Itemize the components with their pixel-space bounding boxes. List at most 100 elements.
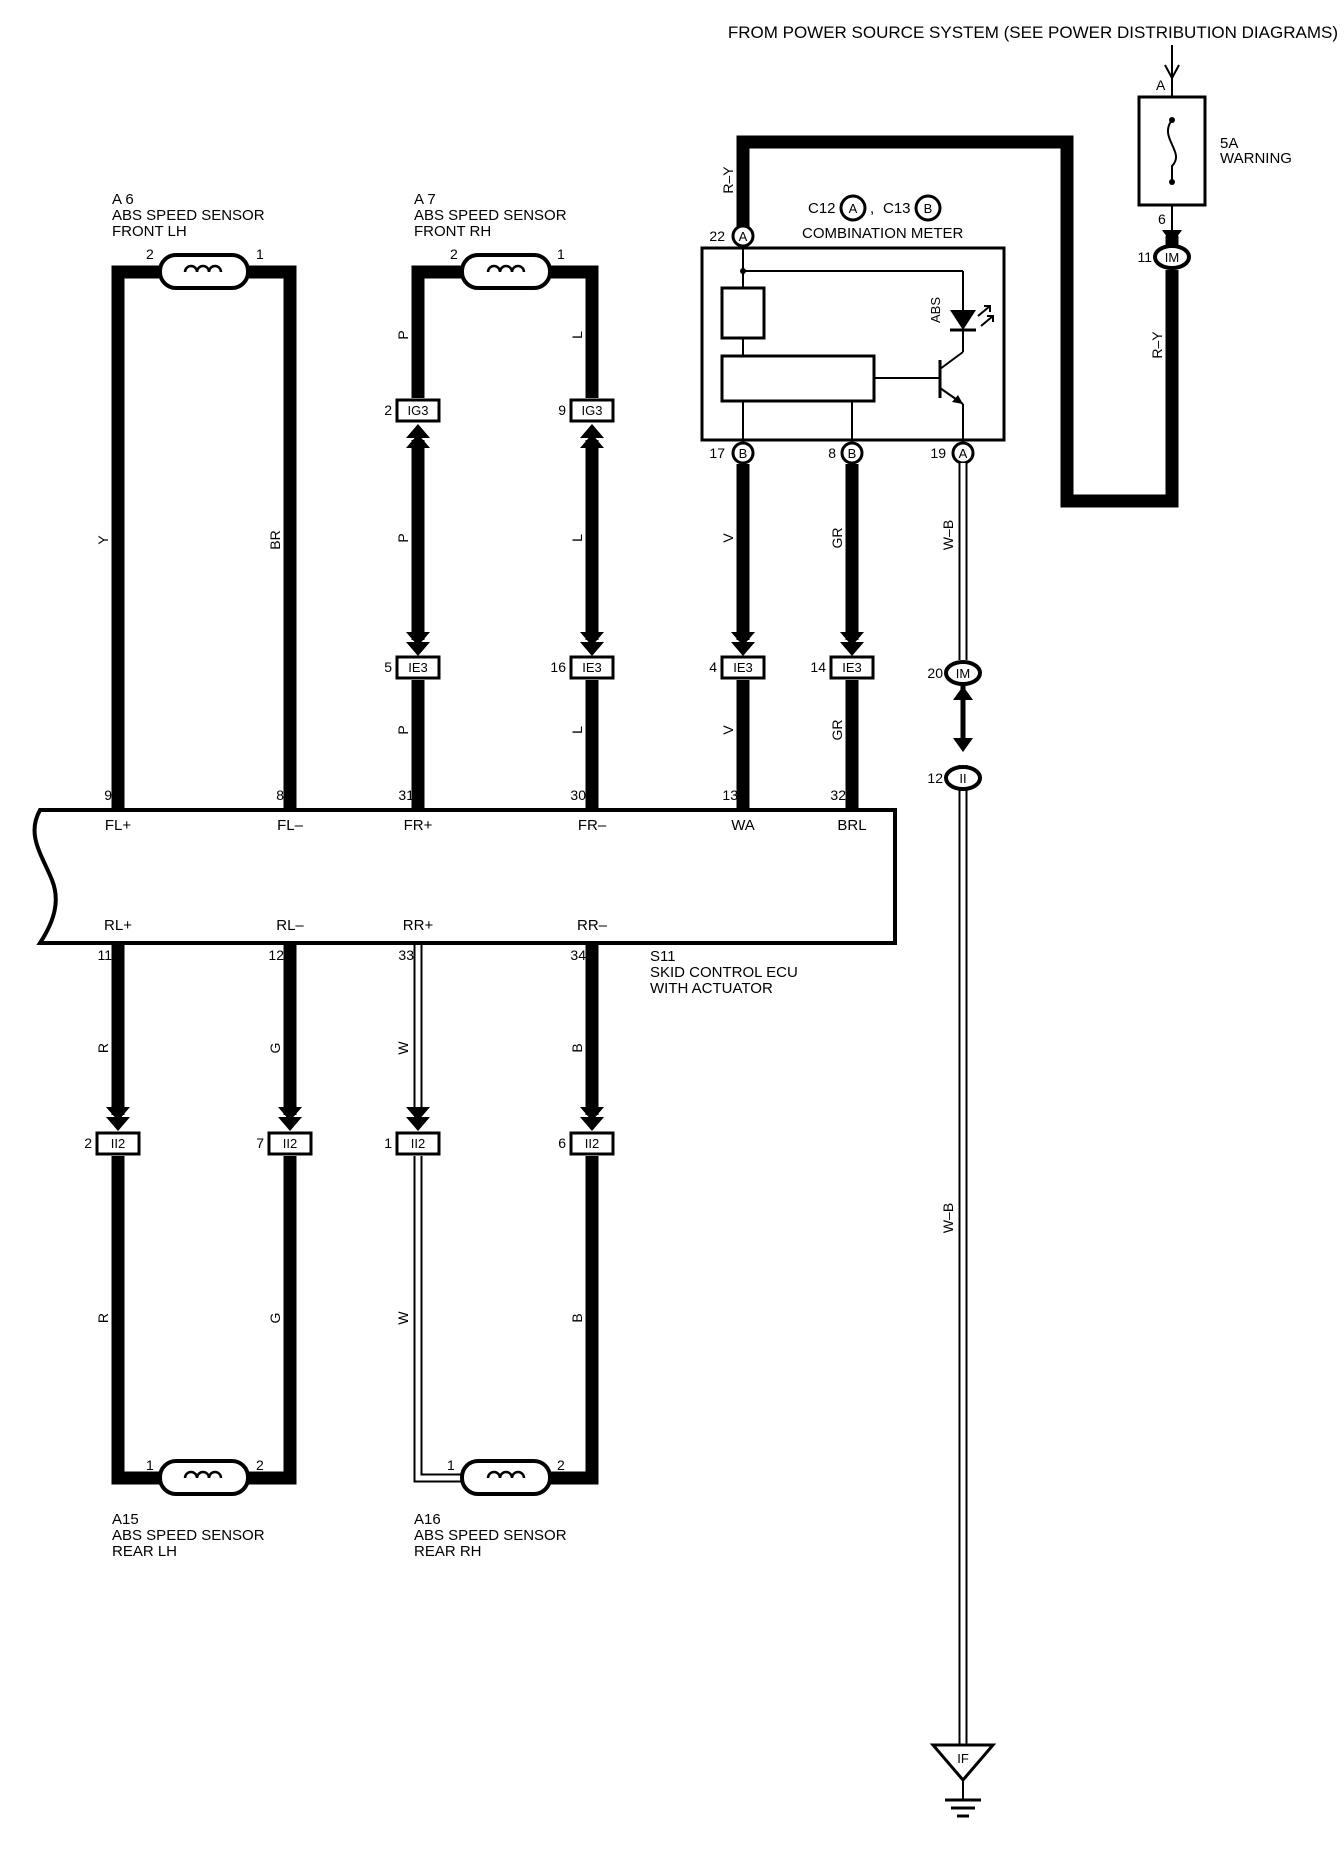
fuse-description: WARNING (1220, 150, 1292, 167)
svg-text:IG3: IG3 (582, 403, 603, 418)
sensor-coil-front-rh (460, 253, 552, 290)
svg-text:II: II (959, 771, 966, 786)
svg-text:2: 2 (256, 1457, 264, 1473)
wire-label-fr-minus-1: L (569, 331, 585, 339)
meter-pin-22: A 22 (709, 224, 755, 248)
ecu-terminal-rl-minus: RL– (276, 917, 304, 934)
ecu-terminal-fr-plus: FR+ (404, 817, 433, 834)
svg-text:A: A (959, 446, 968, 461)
svg-text:IE3: IE3 (733, 660, 753, 675)
meter-title: COMBINATION METER (802, 225, 964, 242)
svg-text:13: 13 (722, 787, 738, 803)
meter-pin-8: B 8 (828, 441, 864, 465)
ecu-terminal-fr-minus: FR– (578, 817, 607, 834)
connector-ii2-pin1: II2 1 (384, 1131, 441, 1156)
wire-label-fl-plus: Y (95, 535, 111, 545)
svg-text:9: 9 (104, 787, 112, 803)
svg-text:30: 30 (570, 787, 586, 803)
ecu-ref: S11 (650, 948, 676, 965)
svg-text:2: 2 (450, 246, 458, 262)
wire-label-wa-2: V (720, 725, 736, 735)
connector-ii2-pin6: II2 6 (558, 1131, 615, 1156)
fuse-warning: A 5A WARNING 6 (1137, 45, 1292, 240)
wire-label-wa-1: V (720, 533, 736, 543)
svg-text:22: 22 (709, 228, 725, 244)
connector-im-mid: IM 20 (927, 660, 982, 686)
power-source-label: FROM POWER SOURCE SYSTEM (SEE POWER DIST… (728, 23, 1338, 42)
wire-label-rl-minus-1: G (267, 1043, 283, 1054)
svg-text:IE3: IE3 (582, 660, 602, 675)
meter-ref-c12: C12 (808, 200, 836, 217)
svg-text:REAR LH: REAR LH (112, 1543, 177, 1560)
sensor-rear-rh: 1 2 A16 ABS SPEED SENSOR REAR RH (414, 1457, 567, 1560)
svg-text:II2: II2 (585, 1136, 599, 1151)
connector-ie3-pin16: IE3 16 (550, 655, 615, 680)
svg-text:IE3: IE3 (842, 660, 862, 675)
svg-text:II2: II2 (411, 1136, 425, 1151)
connector-ie3-pin14: IE3 14 (810, 655, 875, 680)
svg-text:17: 17 (709, 445, 725, 461)
connector-ig3-pin9: IG3 9 (558, 398, 615, 423)
svg-text:B: B (848, 446, 857, 461)
svg-text:IM: IM (956, 666, 970, 681)
svg-text:IE3: IE3 (408, 660, 428, 675)
connector-im-top: IM 11 (1137, 244, 1191, 270)
meter-pin-17: B 17 (709, 441, 755, 465)
wire-label-rr-plus-2: W (395, 1311, 411, 1325)
svg-text:IG3: IG3 (408, 403, 429, 418)
svg-text:20: 20 (927, 665, 943, 681)
ecu-terminal-rl-plus: RL+ (104, 917, 132, 934)
meter-ref-c13: C13 (883, 200, 911, 217)
connector-ii: II 12 (927, 765, 982, 791)
svg-text:11: 11 (1137, 249, 1152, 265)
wire-label-rr-minus-2: B (569, 1313, 585, 1322)
svg-text:,: , (870, 200, 874, 217)
svg-text:A15: A15 (112, 1511, 139, 1528)
svg-text:2: 2 (146, 246, 154, 262)
ecu-name: SKID CONTROL ECU (650, 964, 798, 981)
svg-text:12: 12 (927, 770, 943, 786)
ecu-terminal-rr-minus: RR– (577, 917, 608, 934)
fuse-pin-out: 6 (1158, 211, 1166, 227)
wire-label-rl-plus-2: R (95, 1313, 111, 1323)
connector-ig3-pin2: IG3 2 (384, 398, 441, 423)
wire-label-fr-plus-1: P (395, 330, 411, 339)
connector-ii2-pin7: II2 7 (256, 1131, 313, 1156)
sensor-coil-front-lh (158, 253, 250, 290)
wire-label-ry-meter: R–Y (720, 166, 736, 194)
svg-text:5: 5 (384, 659, 392, 675)
svg-text:FRONT RH: FRONT RH (414, 223, 491, 240)
ecu-terminal-brl: BRL (837, 817, 866, 834)
meter-conn-a: A (849, 201, 858, 216)
svg-text:1: 1 (146, 1457, 154, 1473)
svg-text:B: B (739, 446, 748, 461)
svg-text:FRONT LH: FRONT LH (112, 223, 187, 240)
ecu-terminal-wa: WA (731, 817, 755, 834)
meter-pin-19: A 19 (930, 441, 975, 465)
svg-text:19: 19 (930, 445, 946, 461)
svg-text:12: 12 (268, 947, 284, 963)
svg-text:31: 31 (398, 787, 414, 803)
sensor-coil-rear-lh (158, 1459, 250, 1496)
svg-text:A16: A16 (414, 1511, 441, 1528)
svg-text:1: 1 (384, 1135, 392, 1151)
svg-text:14: 14 (810, 659, 826, 675)
wire-label-wb-lower: W–B (940, 1203, 956, 1233)
svg-text:32: 32 (830, 787, 846, 803)
connector-ie3-pin4: IE3 4 (709, 655, 766, 680)
skid-control-ecu: 9 8 31 30 13 32 FL+ FL– FR+ FR– WA BRL R… (32, 787, 897, 997)
wire-ry (736, 135, 1179, 508)
svg-text:6: 6 (558, 1135, 566, 1151)
svg-text:34: 34 (570, 947, 586, 963)
ecu-terminal-fl-minus: FL– (277, 817, 304, 834)
wire-label-rr-minus-1: B (569, 1043, 585, 1052)
svg-text:IM: IM (1165, 250, 1179, 265)
wire-label-wb-upper: W–B (940, 520, 956, 550)
svg-text:11: 11 (97, 947, 112, 963)
svg-text:2: 2 (84, 1135, 92, 1151)
ecu-terminal-fl-plus: FL+ (105, 817, 132, 834)
svg-text:II2: II2 (111, 1136, 125, 1151)
wire-label-fr-plus-3: P (395, 725, 411, 734)
svg-text:ABS SPEED SENSOR: ABS SPEED SENSOR (112, 1527, 265, 1544)
wire-label-ry-fuse: R–Y (1149, 331, 1165, 359)
